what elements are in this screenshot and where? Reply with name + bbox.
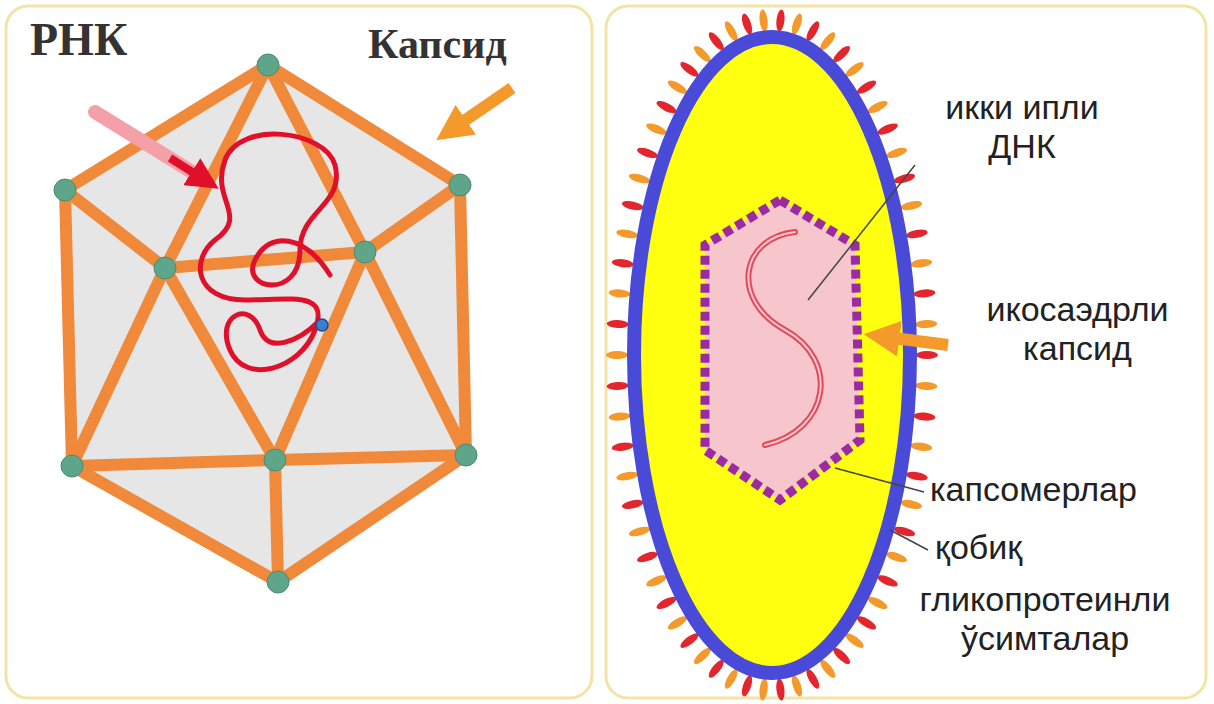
spike bbox=[905, 228, 928, 240]
part-label: қобиқ bbox=[935, 528, 1022, 567]
rna-strand bbox=[200, 134, 336, 370]
spike bbox=[885, 550, 908, 565]
leader-lines bbox=[808, 165, 928, 550]
left-panel bbox=[6, 6, 592, 698]
spike bbox=[611, 441, 634, 452]
spike bbox=[740, 12, 755, 35]
spike bbox=[655, 594, 678, 611]
spike bbox=[775, 678, 785, 701]
part-label: Капсид bbox=[368, 20, 507, 68]
spike bbox=[915, 320, 937, 329]
spike bbox=[606, 351, 628, 359]
spike bbox=[900, 199, 923, 212]
spike bbox=[621, 199, 644, 212]
spike bbox=[606, 381, 628, 390]
spike bbox=[645, 573, 668, 589]
part-label: икосаэдрли капсид bbox=[955, 290, 1200, 368]
spike bbox=[866, 594, 889, 611]
spike bbox=[608, 412, 631, 422]
rna-arrow bbox=[170, 158, 208, 182]
spike bbox=[616, 470, 639, 482]
rna-end bbox=[316, 319, 328, 331]
spike bbox=[893, 525, 916, 539]
spike bbox=[900, 498, 923, 511]
spike bbox=[916, 351, 938, 359]
spike bbox=[790, 12, 805, 35]
spike bbox=[866, 99, 889, 116]
part-label: икки ипли ДНК bbox=[912, 88, 1132, 166]
part-label: гликопротеинли ўсимталар bbox=[895, 580, 1195, 658]
spike bbox=[740, 674, 755, 697]
spike bbox=[628, 525, 651, 539]
glycoprotein-spikes bbox=[606, 9, 938, 701]
capsid-hexagon bbox=[705, 200, 860, 500]
spike bbox=[910, 441, 933, 452]
spike bbox=[616, 228, 639, 240]
part-label: РНК bbox=[30, 14, 127, 67]
right-panel bbox=[606, 6, 1206, 698]
capsid-arrow bbox=[448, 88, 512, 132]
spike bbox=[645, 121, 668, 137]
part-label: капсомерлар bbox=[930, 470, 1137, 509]
spike bbox=[611, 258, 634, 269]
spike bbox=[628, 172, 651, 186]
spike bbox=[913, 412, 936, 422]
spike bbox=[913, 288, 936, 298]
icosahedron bbox=[54, 54, 477, 593]
spike bbox=[608, 288, 631, 298]
spike bbox=[621, 498, 644, 511]
spike bbox=[885, 146, 908, 161]
spike bbox=[636, 550, 659, 565]
spike bbox=[758, 9, 768, 32]
spike bbox=[636, 146, 659, 161]
spike bbox=[606, 320, 628, 329]
capsid-arrow bbox=[878, 336, 948, 345]
spike bbox=[655, 99, 678, 116]
spike bbox=[758, 678, 768, 701]
spike bbox=[775, 9, 785, 32]
spike bbox=[905, 470, 928, 482]
dna-double-strand bbox=[748, 232, 820, 445]
spike bbox=[915, 381, 937, 390]
spike bbox=[910, 258, 933, 269]
spike bbox=[876, 121, 899, 137]
spike bbox=[790, 674, 805, 697]
spike bbox=[876, 573, 899, 589]
envelope bbox=[634, 37, 910, 673]
